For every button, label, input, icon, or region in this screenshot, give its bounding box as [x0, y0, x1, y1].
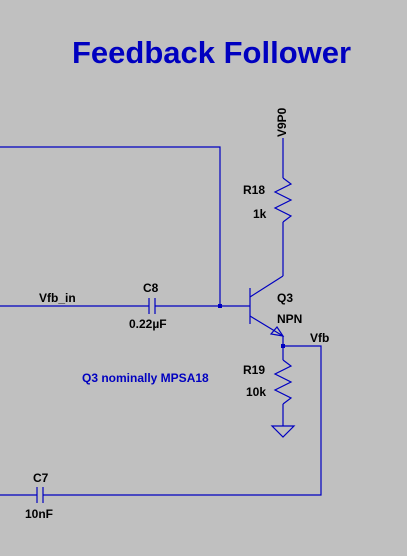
q3-ref-label: Q3	[277, 291, 293, 305]
r19-value-label: 10k	[246, 385, 266, 399]
c7-ref-label: C7	[33, 471, 49, 485]
c7-value-label: 10nF	[25, 507, 53, 521]
r18-ref-label: R18	[243, 183, 265, 197]
c8-value-text: 0.22µF	[129, 317, 167, 331]
ground-icon	[270, 425, 296, 438]
resistor-r18[interactable]	[273, 177, 293, 223]
transistor-q3[interactable]	[249, 275, 285, 337]
schematic-title: Feedback Follower	[72, 35, 351, 70]
net-label-vfb-in: Vfb_in	[39, 291, 76, 305]
r18-value-label: 1k	[253, 207, 267, 221]
net-label-vfb: Vfb	[310, 331, 329, 345]
q3-type-label: NPN	[277, 312, 302, 326]
resistor-r19[interactable]	[273, 359, 293, 405]
junction-dot-base	[218, 304, 222, 308]
c8-ref-label: C8	[143, 281, 159, 295]
power-label-v9p0: V9P0	[275, 107, 289, 137]
vfb-wire[interactable]	[43, 345, 322, 496]
capacitor-c8[interactable]	[148, 298, 156, 314]
transistor-note: Q3 nominally MPSA18	[82, 371, 209, 385]
r19-ref-label: R19	[243, 363, 265, 377]
feedback-wire-top[interactable]	[0, 146, 221, 306]
capacitor-c7[interactable]	[36, 487, 44, 503]
